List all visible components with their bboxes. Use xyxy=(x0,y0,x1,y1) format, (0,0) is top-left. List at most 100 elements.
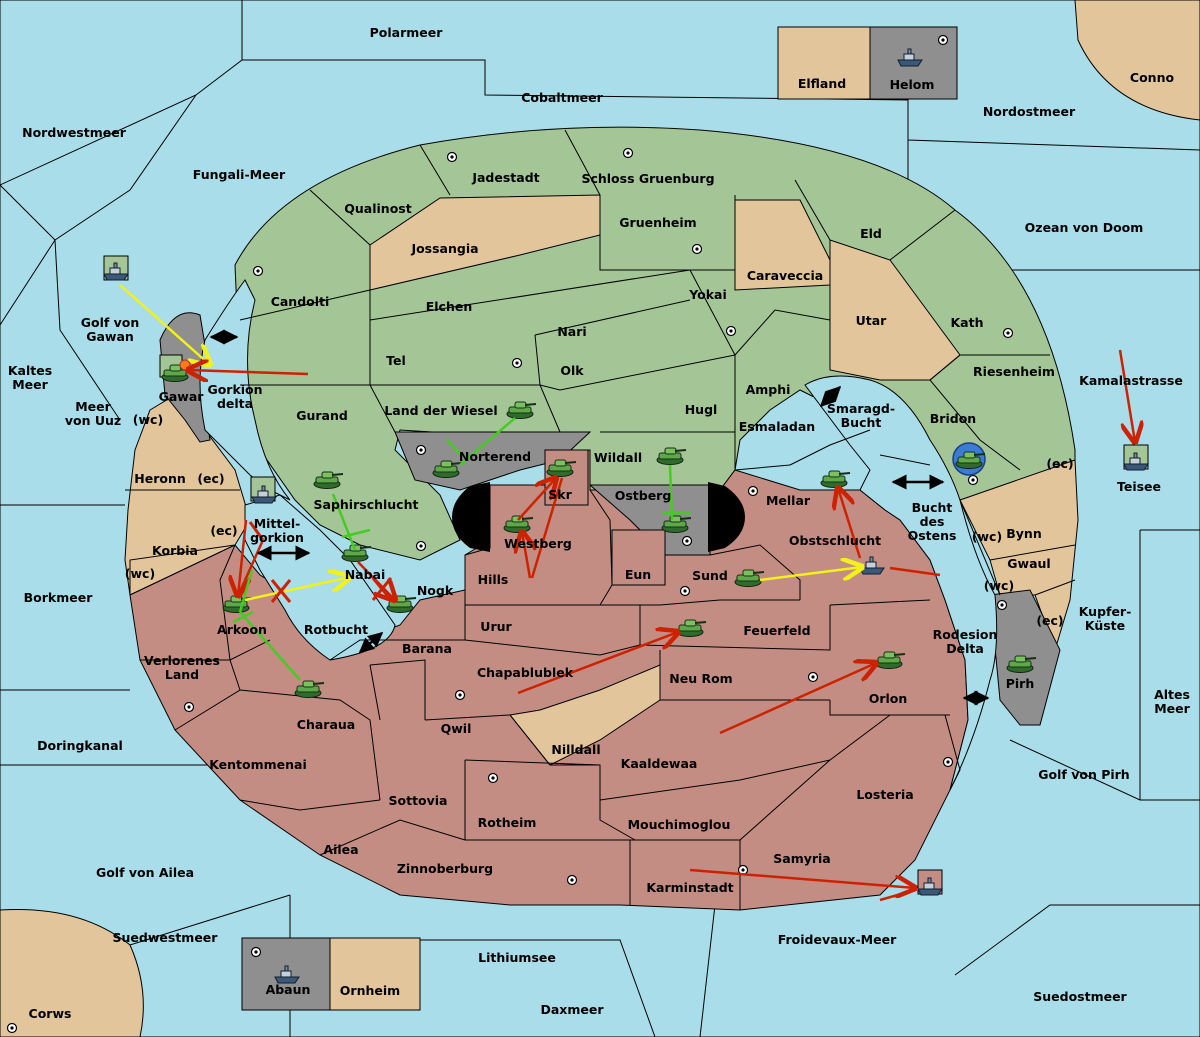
label-sottovia: Sottovia xyxy=(389,793,448,808)
label-orlon: Orlon xyxy=(869,691,908,706)
battle-icon xyxy=(179,359,191,371)
label-gorkion-1: Gorkion xyxy=(207,382,262,397)
label-kamala: Kamalastrasse xyxy=(1079,373,1183,388)
label-bucht-3: Ostens xyxy=(908,528,957,543)
label-mellar: Mellar xyxy=(766,493,811,508)
label-bridon: Bridon xyxy=(930,411,976,426)
label-nilldall: Nilldall xyxy=(551,742,600,757)
province-elfland[interactable] xyxy=(777,26,871,100)
label-westberg: Westberg xyxy=(504,536,572,551)
label-urur: Urur xyxy=(480,619,512,634)
label-kaaldewaa: Kaaldewaa xyxy=(621,756,698,771)
label-kentommenai: Kentommenai xyxy=(209,757,307,772)
label-meer-uuz-2: von Uuz xyxy=(65,413,121,428)
label-neurom: Neu Rom xyxy=(669,671,732,686)
label-pirh: Pirh xyxy=(1006,676,1035,691)
label-smaragd-2: Bucht xyxy=(841,415,882,430)
label-gawar-wc: (wc) xyxy=(133,412,163,427)
label-gwaul-wc: (wc) xyxy=(984,578,1014,593)
label-zinnoberburg: Zinnoberburg xyxy=(397,861,493,876)
province-ostberg[interactable] xyxy=(588,484,711,556)
label-rotbucht: Rotbucht xyxy=(304,622,368,637)
label-mittel-2: gorkion xyxy=(250,530,304,545)
label-bynn: Bynn xyxy=(1006,526,1041,541)
label-sund: Sund xyxy=(692,568,728,583)
label-norterend: Norterend xyxy=(459,449,531,464)
labels: Polarmeer Elfland Helom Conno Cobaltmeer… xyxy=(8,25,1191,1021)
label-yokai: Yokai xyxy=(688,287,727,302)
label-gruenheim: Gruenheim xyxy=(619,215,696,230)
label-nordostmeer: Nordostmeer xyxy=(983,104,1076,119)
province-eun[interactable] xyxy=(611,529,666,586)
label-corws: Corws xyxy=(29,1006,72,1021)
adjacency-arrows xyxy=(209,329,990,706)
label-korbia: Korbia xyxy=(152,543,198,558)
label-olk: Olk xyxy=(560,363,584,378)
sea-bucht-des-ostens[interactable] xyxy=(804,375,998,791)
label-golf-gawan-1: Golf von xyxy=(81,315,140,330)
orders xyxy=(119,284,1135,902)
label-samyria: Samyria xyxy=(773,851,831,866)
label-bynn-ec: (ec) xyxy=(1046,456,1073,471)
label-arkoon: Arkoon xyxy=(217,622,267,637)
sea-nordwestmeer[interactable] xyxy=(0,0,243,186)
impassable-stadium xyxy=(452,482,745,552)
label-golf-ailea: Golf von Ailea xyxy=(96,865,194,880)
label-kupfer-2: Küste xyxy=(1085,618,1125,633)
label-gorkion-2: delta xyxy=(217,396,253,411)
label-suedostmeer: Suedostmeer xyxy=(1033,989,1127,1004)
label-verlorenes-1: Verlorenes xyxy=(144,653,220,668)
province-corws[interactable] xyxy=(0,908,144,1037)
label-obstschlucht: Obstschlucht xyxy=(789,533,881,548)
label-saphir: Saphirschlucht xyxy=(314,497,419,512)
label-bucht-1: Bucht xyxy=(912,500,953,515)
label-jadestadt: Jadestadt xyxy=(471,170,539,185)
label-nabai: Nabai xyxy=(345,567,386,582)
label-qwil: Qwil xyxy=(441,721,472,736)
label-gawar: Gawar xyxy=(159,389,205,404)
label-skr: Skr xyxy=(548,487,572,502)
label-nordwestmeer: Nordwestmeer xyxy=(22,125,127,140)
label-rotheim: Rotheim xyxy=(478,815,537,830)
label-rodesion-2: Delta xyxy=(946,641,984,656)
label-eld: Eld xyxy=(860,226,882,241)
label-nari: Nari xyxy=(557,324,586,339)
label-conno: Conno xyxy=(1130,70,1175,85)
label-suedwestmeer: Suedwestmeer xyxy=(113,930,219,945)
label-kupfer-1: Kupfer- xyxy=(1079,604,1132,619)
label-hills: Hills xyxy=(478,572,509,587)
label-ostberg: Ostberg xyxy=(615,488,672,503)
label-meer-uuz-1: Meer xyxy=(75,399,111,414)
label-pirh-ec: (ec) xyxy=(1036,613,1063,628)
label-utar: Utar xyxy=(856,313,888,328)
label-amphi: Amphi xyxy=(746,382,791,397)
label-gurand: Gurand xyxy=(296,408,348,423)
label-charaua: Charaua xyxy=(297,717,355,732)
label-korbia-ec: (ec) xyxy=(210,523,237,538)
label-kaltes-1: Kaltes xyxy=(8,363,52,378)
label-eun: Eun xyxy=(625,567,651,582)
label-esmaladan: Esmaladan xyxy=(739,419,815,434)
label-tel: Tel xyxy=(386,353,406,368)
label-ailea: Ailea xyxy=(323,842,358,857)
label-golf-pirh: Golf von Pirh xyxy=(1038,767,1129,782)
label-mittel-1: Mittel- xyxy=(254,516,301,531)
label-altes-1: Altes xyxy=(1154,687,1190,702)
label-verlorenes-2: Land xyxy=(165,667,199,682)
label-barana: Barana xyxy=(402,641,452,656)
label-smaragd-1: Smaragd- xyxy=(827,401,895,416)
label-bynn-wc: (wc) xyxy=(972,529,1002,544)
label-karminstadt: Karminstadt xyxy=(646,880,733,895)
label-nogk: Nogk xyxy=(417,583,454,598)
label-kath: Kath xyxy=(951,315,984,330)
label-korbia-wc: (wc) xyxy=(125,566,155,581)
label-qualinost: Qualinost xyxy=(344,201,411,216)
label-chapa: Chapablublek xyxy=(477,665,574,680)
label-riesenheim: Riesenheim xyxy=(973,364,1055,379)
label-land-wiesel: Land der Wiesel xyxy=(384,403,497,418)
label-altes-2: Meer xyxy=(1154,701,1190,716)
label-rodesion-1: Rodesion xyxy=(933,627,998,642)
label-losteria: Losteria xyxy=(856,787,913,802)
province-ornheim[interactable] xyxy=(329,937,421,1011)
